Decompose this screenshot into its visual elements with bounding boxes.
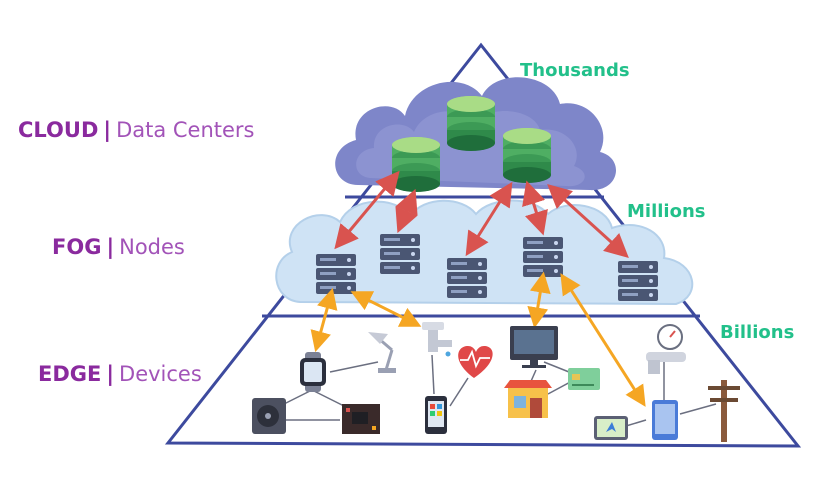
monitor-icon [510,326,558,368]
heart-rate-icon [458,346,493,378]
database-icon [447,96,495,151]
database-icon [503,128,551,183]
layer-label-fog: FOG|Nodes [52,235,185,259]
fog-edge-links [310,271,646,407]
gps-navigator-icon [594,416,628,440]
hard-drive-icon [252,398,286,434]
server-icon [618,261,658,301]
desk-lamp-icon [368,332,396,373]
database-icon [392,137,440,192]
storefront-icon [504,380,552,418]
layer-label-cloud: CLOUD|Data Centers [18,118,255,142]
cloud-fog-links [334,170,629,259]
layer-label-edge: EDGE|Devices [38,362,202,386]
tier-description-fog: Nodes [119,235,185,259]
gauge-meter-icon [646,324,686,374]
tier-name-fog: FOG [52,235,102,259]
tier-separator-cloud: | [103,118,112,142]
count-edge: Billions [720,322,795,343]
smartwatch-icon [300,352,326,392]
credit-card-icon [568,368,600,390]
power-pole-icon [708,380,740,442]
tier-separator-edge: | [106,362,115,386]
server-icon [316,254,356,294]
tablet-icon [652,400,678,440]
tier-description-cloud: Data Centers [116,118,255,142]
tier-separator-fog: | [106,235,115,259]
count-cloud: Thousands [520,60,630,81]
tier-name-edge: EDGE [38,362,102,386]
server-icon [447,258,487,298]
server-icon [380,234,420,274]
smartphone-icon [425,396,447,434]
tier-name-cloud: CLOUD [18,118,99,142]
count-fog: Millions [627,201,706,222]
faucet-icon [422,322,452,357]
server-icon [523,237,563,277]
tier-description-edge: Devices [119,362,202,386]
circuit-board-icon [342,404,380,434]
